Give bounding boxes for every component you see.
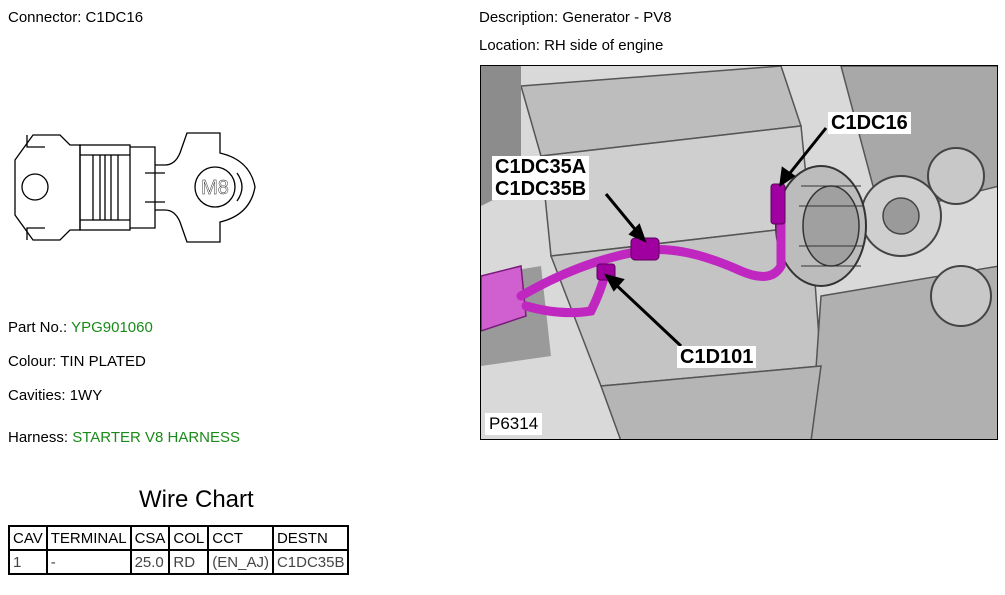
location-photo: C1DC16 C1DC35A C1DC35B C1D101 P6314 (480, 65, 998, 440)
harness-line: Harness: STARTER V8 HARNESS (8, 429, 240, 446)
header-col: COL (168, 525, 210, 551)
part-no-label: Part No.: (8, 319, 68, 336)
engine-illustration (481, 66, 997, 439)
location-line: Location: RH side of engine (479, 37, 663, 54)
header-cct: CCT (207, 525, 274, 551)
callout-c1dc35b: C1DC35B (492, 178, 590, 200)
terminal-size-marking: M8 (201, 177, 229, 199)
cell-terminal: - (45, 549, 132, 575)
connector-line: Connector: C1DC16 (8, 9, 143, 26)
cell-cav: 1 (8, 549, 48, 575)
connector-value: C1DC16 (85, 9, 144, 26)
cell-csa: 25.0 (129, 549, 171, 575)
cavities-value: 1WY (69, 387, 103, 404)
callout-c1dc16: C1DC16 (828, 112, 911, 134)
description-label: Description: (479, 9, 559, 26)
connector-drawing: M8 (14, 132, 256, 243)
figure-id: P6314 (485, 413, 543, 435)
location-label: Location: (479, 37, 540, 54)
callout-c1d101: C1D101 (677, 346, 757, 368)
wire-chart-title: Wire Chart (139, 486, 254, 513)
connector-label: Connector: (8, 9, 82, 26)
header-cav: CAV (8, 525, 48, 551)
colour-line: Colour: TIN PLATED (8, 353, 146, 370)
cell-col: RD (168, 549, 210, 575)
description-value: Generator - PV8 (562, 9, 672, 26)
harness-label: Harness: (8, 429, 69, 446)
cell-destn: C1DC35B (271, 549, 350, 575)
header-terminal: TERMINAL (45, 525, 132, 551)
cavities-label: Cavities: (8, 387, 66, 404)
description-line: Description: Generator - PV8 (479, 9, 672, 26)
location-value: RH side of engine (544, 37, 664, 54)
table-row: 1 - 25.0 RD (EN_AJ) C1DC35B (8, 549, 350, 575)
header-csa: CSA (129, 525, 171, 551)
part-no-line: Part No.: YPG901060 (8, 319, 153, 336)
colour-value: TIN PLATED (60, 353, 146, 370)
table-header-row: CAV TERMINAL CSA COL CCT DESTN (8, 525, 350, 551)
colour-label: Colour: (8, 353, 57, 370)
wire-chart-table: CAV TERMINAL CSA COL CCT DESTN 1 - 25.0 … (8, 525, 350, 575)
header-destn: DESTN (271, 525, 350, 551)
cell-cct: (EN_AJ) (207, 549, 274, 575)
harness-link[interactable]: STARTER V8 HARNESS (72, 429, 241, 446)
part-no-link[interactable]: YPG901060 (71, 319, 153, 336)
callout-c1dc35a: C1DC35A (492, 156, 590, 178)
cavities-line: Cavities: 1WY (8, 387, 102, 404)
